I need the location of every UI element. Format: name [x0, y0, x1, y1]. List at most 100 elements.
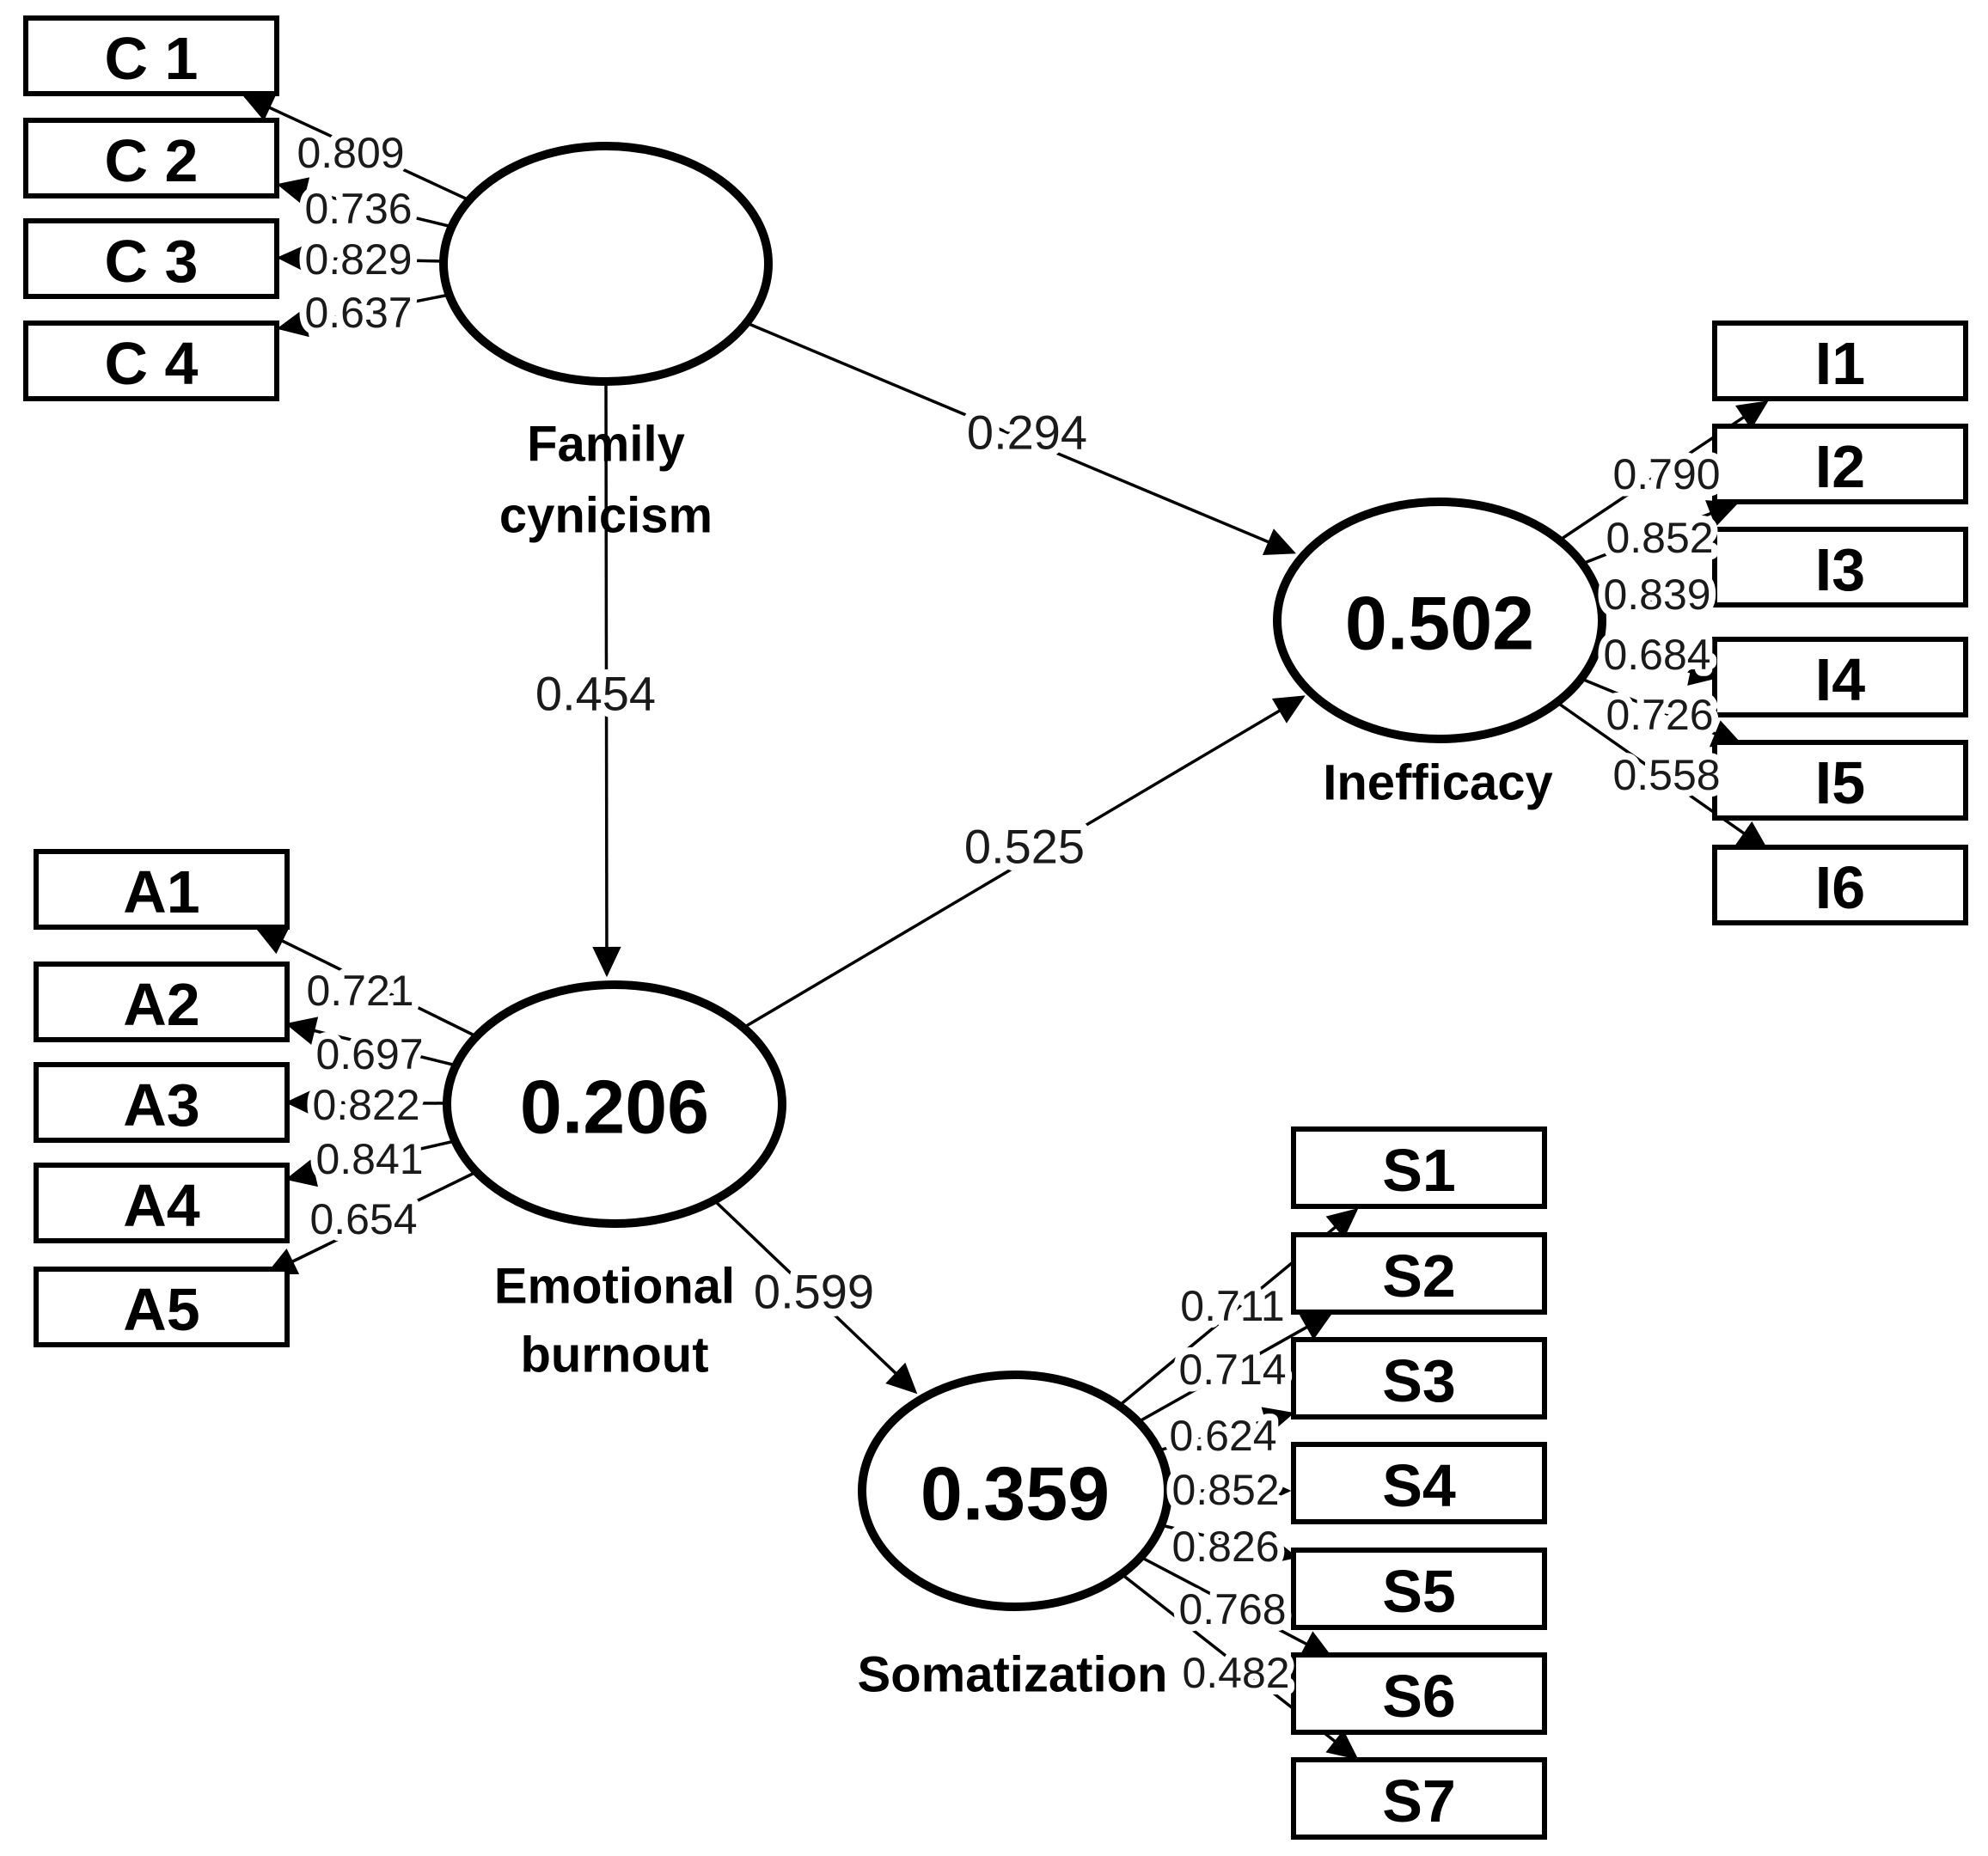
loading-arrow-s3	[1158, 1407, 1295, 1452]
path-value-emotional-burnout-to-somatization: 0.599	[754, 1265, 874, 1319]
loading-arrow-c1	[242, 95, 470, 202]
loading-value-i6: 0.558	[1612, 751, 1720, 799]
indicator-label-a5: A5	[123, 1276, 199, 1343]
loading-arrow-s6	[1140, 1555, 1333, 1658]
indicator-label-s7: S7	[1382, 1767, 1456, 1835]
indicator-label-a2: A2	[123, 971, 199, 1038]
loading-arrow-i6	[1555, 700, 1769, 851]
loading-arrow-a5	[266, 1170, 477, 1275]
loading-value-a1: 0.721	[306, 967, 413, 1015]
path-arrow-emotional-burnout-to-inefficacy	[743, 695, 1306, 1029]
indicator-box-s3	[1291, 1337, 1547, 1419]
loading-arrow-i5	[1581, 677, 1743, 748]
loading-arrow-a2	[284, 1017, 457, 1067]
indicator-box-c1	[23, 15, 279, 96]
loading-value-i4: 0.684	[1603, 631, 1710, 679]
indicator-box-c3	[23, 218, 279, 299]
loading-value-s1: 0.711	[1180, 1282, 1284, 1330]
loading-value-c1: 0.809	[297, 129, 404, 177]
loading-value-i5: 0.726	[1606, 691, 1713, 739]
indicator-label-a3: A3	[123, 1071, 199, 1139]
path-value-family-cynicism-to-inefficacy: 0.294	[967, 406, 1087, 460]
latent-name-family-cynicism-line1: Family	[527, 417, 685, 473]
loading-value-a4: 0.841	[315, 1135, 423, 1183]
indicator-box-s4	[1291, 1442, 1547, 1524]
indicator-label-i5: I5	[1815, 749, 1865, 816]
latent-ellipse-emotional-burnout	[443, 980, 786, 1228]
indicator-box-i2	[1712, 424, 1968, 504]
loading-value-i2: 0.852	[1606, 514, 1713, 562]
indicator-box-a3	[34, 1062, 290, 1143]
loading-arrow-a3	[284, 1088, 448, 1117]
indicator-label-i1: I1	[1815, 330, 1865, 397]
indicator-label-s5: S5	[1382, 1558, 1456, 1625]
indicator-box-a5	[34, 1267, 290, 1347]
indicator-box-a4	[34, 1163, 290, 1243]
indicator-label-i3: I3	[1815, 536, 1865, 603]
latent-name-emotional-burnout-line1: Emotional	[494, 1259, 735, 1315]
loading-value-a3: 0.822	[312, 1081, 419, 1129]
indicator-box-s1	[1291, 1126, 1547, 1209]
loading-arrow-i4	[1595, 650, 1721, 686]
path-arrow-family-cynicism-to-emotional-burnout	[592, 381, 621, 978]
indicator-label-c1: C 1	[105, 25, 199, 92]
loading-arrow-a4	[284, 1139, 456, 1187]
loading-value-s5: 0.826	[1171, 1523, 1279, 1571]
loading-value-c3: 0.829	[304, 235, 412, 284]
loading-value-s6: 0.768	[1178, 1585, 1286, 1633]
indicator-label-s4: S4	[1382, 1452, 1456, 1519]
path-value-emotional-burnout-to-inefficacy: 0.525	[964, 820, 1085, 874]
latent-name-somatization: Somatization	[858, 1647, 1168, 1703]
indicator-box-i3	[1712, 527, 1968, 607]
latent-ellipse-somatization	[858, 1371, 1172, 1611]
indicator-box-s6	[1291, 1652, 1547, 1735]
indicator-label-i6: I6	[1815, 854, 1865, 921]
loading-arrow-c4	[276, 293, 450, 338]
indicator-label-i4: I4	[1815, 646, 1865, 713]
path-value-family-cynicism-to-emotional-burnout: 0.454	[535, 667, 656, 721]
r2-value-emotional-burnout: 0.206	[520, 1065, 709, 1150]
indicator-box-a1	[34, 849, 290, 930]
latent-name-inefficacy: Inefficacy	[1323, 755, 1553, 811]
path-arrow-emotional-burnout-to-somatization	[713, 1199, 918, 1395]
indicator-label-s6: S6	[1382, 1663, 1456, 1730]
loading-value-s2: 0.714	[1178, 1346, 1286, 1394]
indicator-box-a2	[34, 962, 290, 1042]
indicator-label-s3: S3	[1382, 1347, 1456, 1414]
indicator-label-c2: C 2	[105, 127, 199, 194]
loading-arrow-a1	[255, 927, 477, 1038]
indicator-box-c2	[23, 118, 279, 198]
loading-arrow-c3	[276, 243, 444, 273]
loading-value-a2: 0.697	[315, 1030, 423, 1078]
loading-arrow-c2	[276, 177, 453, 229]
latent-name-emotional-burnout-line2: burnout	[520, 1328, 708, 1383]
indicator-box-i5	[1712, 740, 1968, 821]
loading-value-i3: 0.839	[1603, 571, 1710, 619]
loading-value-c2: 0.736	[304, 185, 412, 233]
indicator-box-i6	[1712, 845, 1968, 925]
indicator-box-s2	[1291, 1232, 1547, 1315]
loading-value-i1: 0.790	[1612, 450, 1720, 498]
r2-value-inefficacy: 0.502	[1345, 581, 1534, 666]
loading-value-s3: 0.624	[1169, 1412, 1276, 1460]
indicator-box-i1	[1712, 321, 1968, 401]
latent-ellipse-family-cynicism	[439, 142, 773, 386]
path-arrow-family-cynicism-to-inefficacy	[746, 321, 1296, 555]
indicator-label-c4: C 4	[105, 330, 199, 397]
indicator-group-s: S1 S2 S3 S4 S5 S6 S7 0.711 0.714 0.624 0…	[1162, 1126, 1547, 1840]
indicator-label-i2: I2	[1815, 433, 1865, 500]
indicator-label-s2: S2	[1382, 1242, 1456, 1310]
indicator-group-i: I1 I2 I3 I4 I5 I6 0.790 0.852 0.839 0.68…	[1596, 321, 1968, 925]
indicator-box-c4	[23, 321, 279, 401]
loading-value-a5: 0.654	[309, 1195, 417, 1243]
indicator-group-c: C 1 C 2 C 3 C 4 0.809 0.736 0.829 0.637	[23, 15, 419, 401]
loading-value-s4: 0.852	[1171, 1466, 1279, 1514]
indicator-label-c3: C 3	[105, 228, 199, 295]
loading-arrow-s5	[1160, 1523, 1299, 1565]
loading-arrow-i3	[1600, 583, 1721, 612]
loading-value-c4: 0.637	[304, 289, 412, 337]
latent-ellipse-inefficacy	[1273, 498, 1606, 743]
loading-arrow-i2	[1581, 500, 1739, 565]
